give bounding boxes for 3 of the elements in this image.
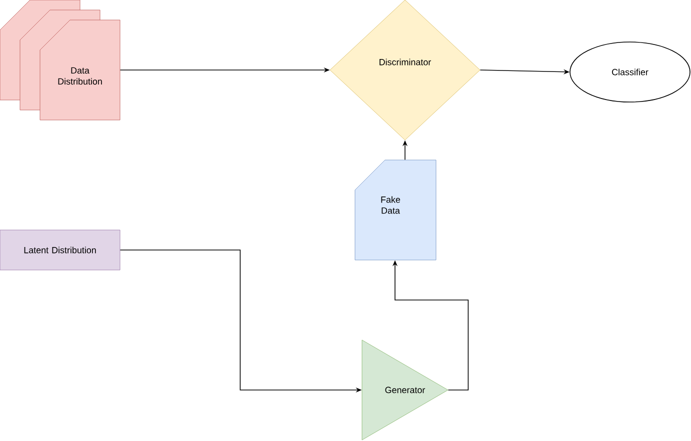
ellipse-node: Classifier	[570, 42, 690, 102]
process-box: Latent Distribution	[0, 230, 120, 270]
document-stack: Data Distribution	[0, 0, 120, 120]
